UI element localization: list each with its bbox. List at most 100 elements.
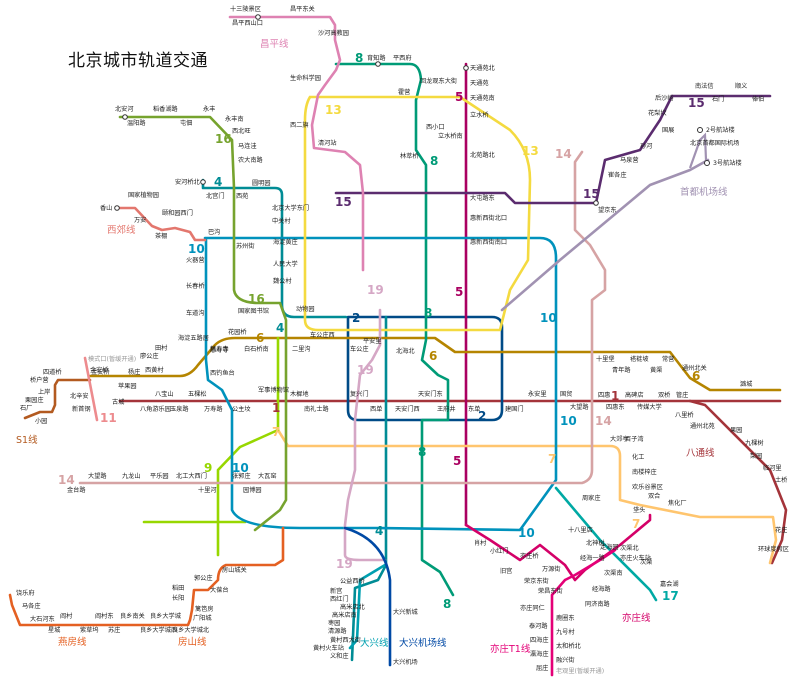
station-label: 大兴新城 <box>393 608 418 616</box>
station-label: 木樨地 <box>290 390 309 398</box>
station-label: 四海庄 <box>530 636 549 644</box>
line-11[interactable] <box>83 356 99 422</box>
station-label: 四惠 <box>598 391 610 399</box>
line-batong[interactable] <box>688 399 788 565</box>
station-label: 金安桥 <box>91 368 110 376</box>
station-label: 杨庄 <box>128 368 140 376</box>
station-label: 良乡大学城 <box>150 612 181 620</box>
line-1-label: 1 <box>272 401 280 415</box>
line-yizhuang[interactable] <box>464 513 652 582</box>
station-node[interactable] <box>255 14 261 20</box>
line-2[interactable] <box>346 315 504 422</box>
station-node[interactable] <box>122 114 128 120</box>
station-label: 九棵树 <box>745 439 764 447</box>
line-14-label-2: 14 <box>595 414 612 428</box>
station-label: 平乐园 <box>150 472 169 480</box>
station-label: 五棵松 <box>188 390 207 398</box>
line-13[interactable] <box>303 95 532 332</box>
changping-line-label: 昌平线 <box>260 38 289 50</box>
line-fangshan[interactable] <box>8 526 285 627</box>
terminal-3-node[interactable] <box>704 160 710 166</box>
station-label: 古城 <box>112 398 124 406</box>
station-label: 田村 <box>155 344 167 352</box>
station-label: 屈庄 <box>536 664 548 672</box>
station-label: 玉泉路 <box>170 405 189 413</box>
station-label: 次渠 <box>640 558 652 566</box>
line-airport[interactable] <box>500 158 710 312</box>
line-15-label-3: 15 <box>688 96 705 110</box>
station-label: 八宝山 <box>155 390 174 398</box>
station-label: 公主坟 <box>232 405 251 413</box>
station-label: 金安桥 <box>90 366 109 374</box>
station-label: 焦化厂 <box>668 499 687 507</box>
station-label: 广阳城 <box>193 614 212 622</box>
station-label: 北安河 <box>115 105 134 113</box>
line-7[interactable] <box>276 428 778 565</box>
line-7-label-3: 7 <box>632 517 640 531</box>
line-13-label: 13 <box>325 103 342 117</box>
station-node[interactable] <box>375 61 381 67</box>
line-10-label: 10 <box>188 242 205 256</box>
station-label: 管庄 <box>676 391 688 399</box>
line-8-label: 8 <box>355 51 363 65</box>
station-label: 建国门 <box>505 405 524 413</box>
airport-line-label: 首都机场线 <box>680 186 728 198</box>
line-8[interactable] <box>334 62 455 597</box>
line-2-label-2: 2 <box>478 409 486 423</box>
station-label: 篱笆房 <box>195 605 214 613</box>
station-label: 园博园 <box>243 486 262 494</box>
station-label: 泰河路 <box>529 622 548 630</box>
line-5-label-2: 5 <box>455 285 463 299</box>
station-label: 香山 <box>100 204 112 212</box>
line-9[interactable] <box>216 336 280 557</box>
line-15[interactable] <box>334 94 772 205</box>
line-6[interactable] <box>88 336 782 392</box>
line-16[interactable] <box>118 115 288 532</box>
station-label: 北海北 <box>396 347 415 355</box>
line-14[interactable] <box>78 150 607 485</box>
station-label: 慈寿寺 <box>210 346 229 354</box>
station-node[interactable] <box>463 65 469 71</box>
station-label: 孙河 <box>640 142 652 150</box>
line-10[interactable] <box>203 236 558 532</box>
station-label: 四惠东 <box>606 403 625 411</box>
line-daxing[interactable] <box>348 563 387 650</box>
line-s1[interactable] <box>23 378 92 420</box>
airport-terminal-branch <box>688 132 708 169</box>
station-label: 高米店北 <box>340 603 366 611</box>
station-node[interactable] <box>114 205 120 211</box>
station-label: 南礼士路 <box>304 405 330 413</box>
line-yizhuang-t1[interactable] <box>550 548 617 677</box>
station-label: 万安 <box>134 216 146 224</box>
line-15-label-2: 15 <box>583 187 600 201</box>
line-16-label: 16 <box>215 132 232 146</box>
line-6-label-2: 6 <box>429 349 437 363</box>
line-4[interactable] <box>201 178 348 319</box>
station-label: 车公庄 <box>350 345 369 353</box>
station-label: 人民大学 <box>273 260 298 268</box>
line-6-label-3: 6 <box>692 369 700 383</box>
station-label: 俸伯 <box>752 95 764 103</box>
station-label: 花梨坎 <box>648 109 667 117</box>
station-label: 白石桥南 <box>244 345 269 353</box>
station-node[interactable] <box>200 179 206 185</box>
line-5-label: 5 <box>455 90 463 104</box>
line-changping[interactable] <box>228 15 365 272</box>
station-label: 昌平西山口 <box>232 19 263 27</box>
station-label: 万寿路 <box>204 405 223 413</box>
station-label: 后沙峪 <box>655 94 674 102</box>
line-17[interactable] <box>554 486 658 602</box>
station-label: 小园 <box>35 417 47 425</box>
line-19[interactable] <box>343 308 387 562</box>
station-label: 清源路 <box>328 627 347 635</box>
station-label: 国展 <box>662 127 674 134</box>
terminal-2-node[interactable] <box>697 127 703 133</box>
station-label: 永丰南 <box>225 115 244 123</box>
station-node[interactable] <box>593 200 599 206</box>
station-label: 天安门西 <box>395 405 420 413</box>
station-label: 新宫 <box>330 587 342 595</box>
line-10-label-3: 10 <box>560 414 577 428</box>
line-14-label-3: 14 <box>58 473 75 487</box>
line-xijiao[interactable] <box>115 206 207 242</box>
line-daxing-airport[interactable] <box>343 526 392 667</box>
